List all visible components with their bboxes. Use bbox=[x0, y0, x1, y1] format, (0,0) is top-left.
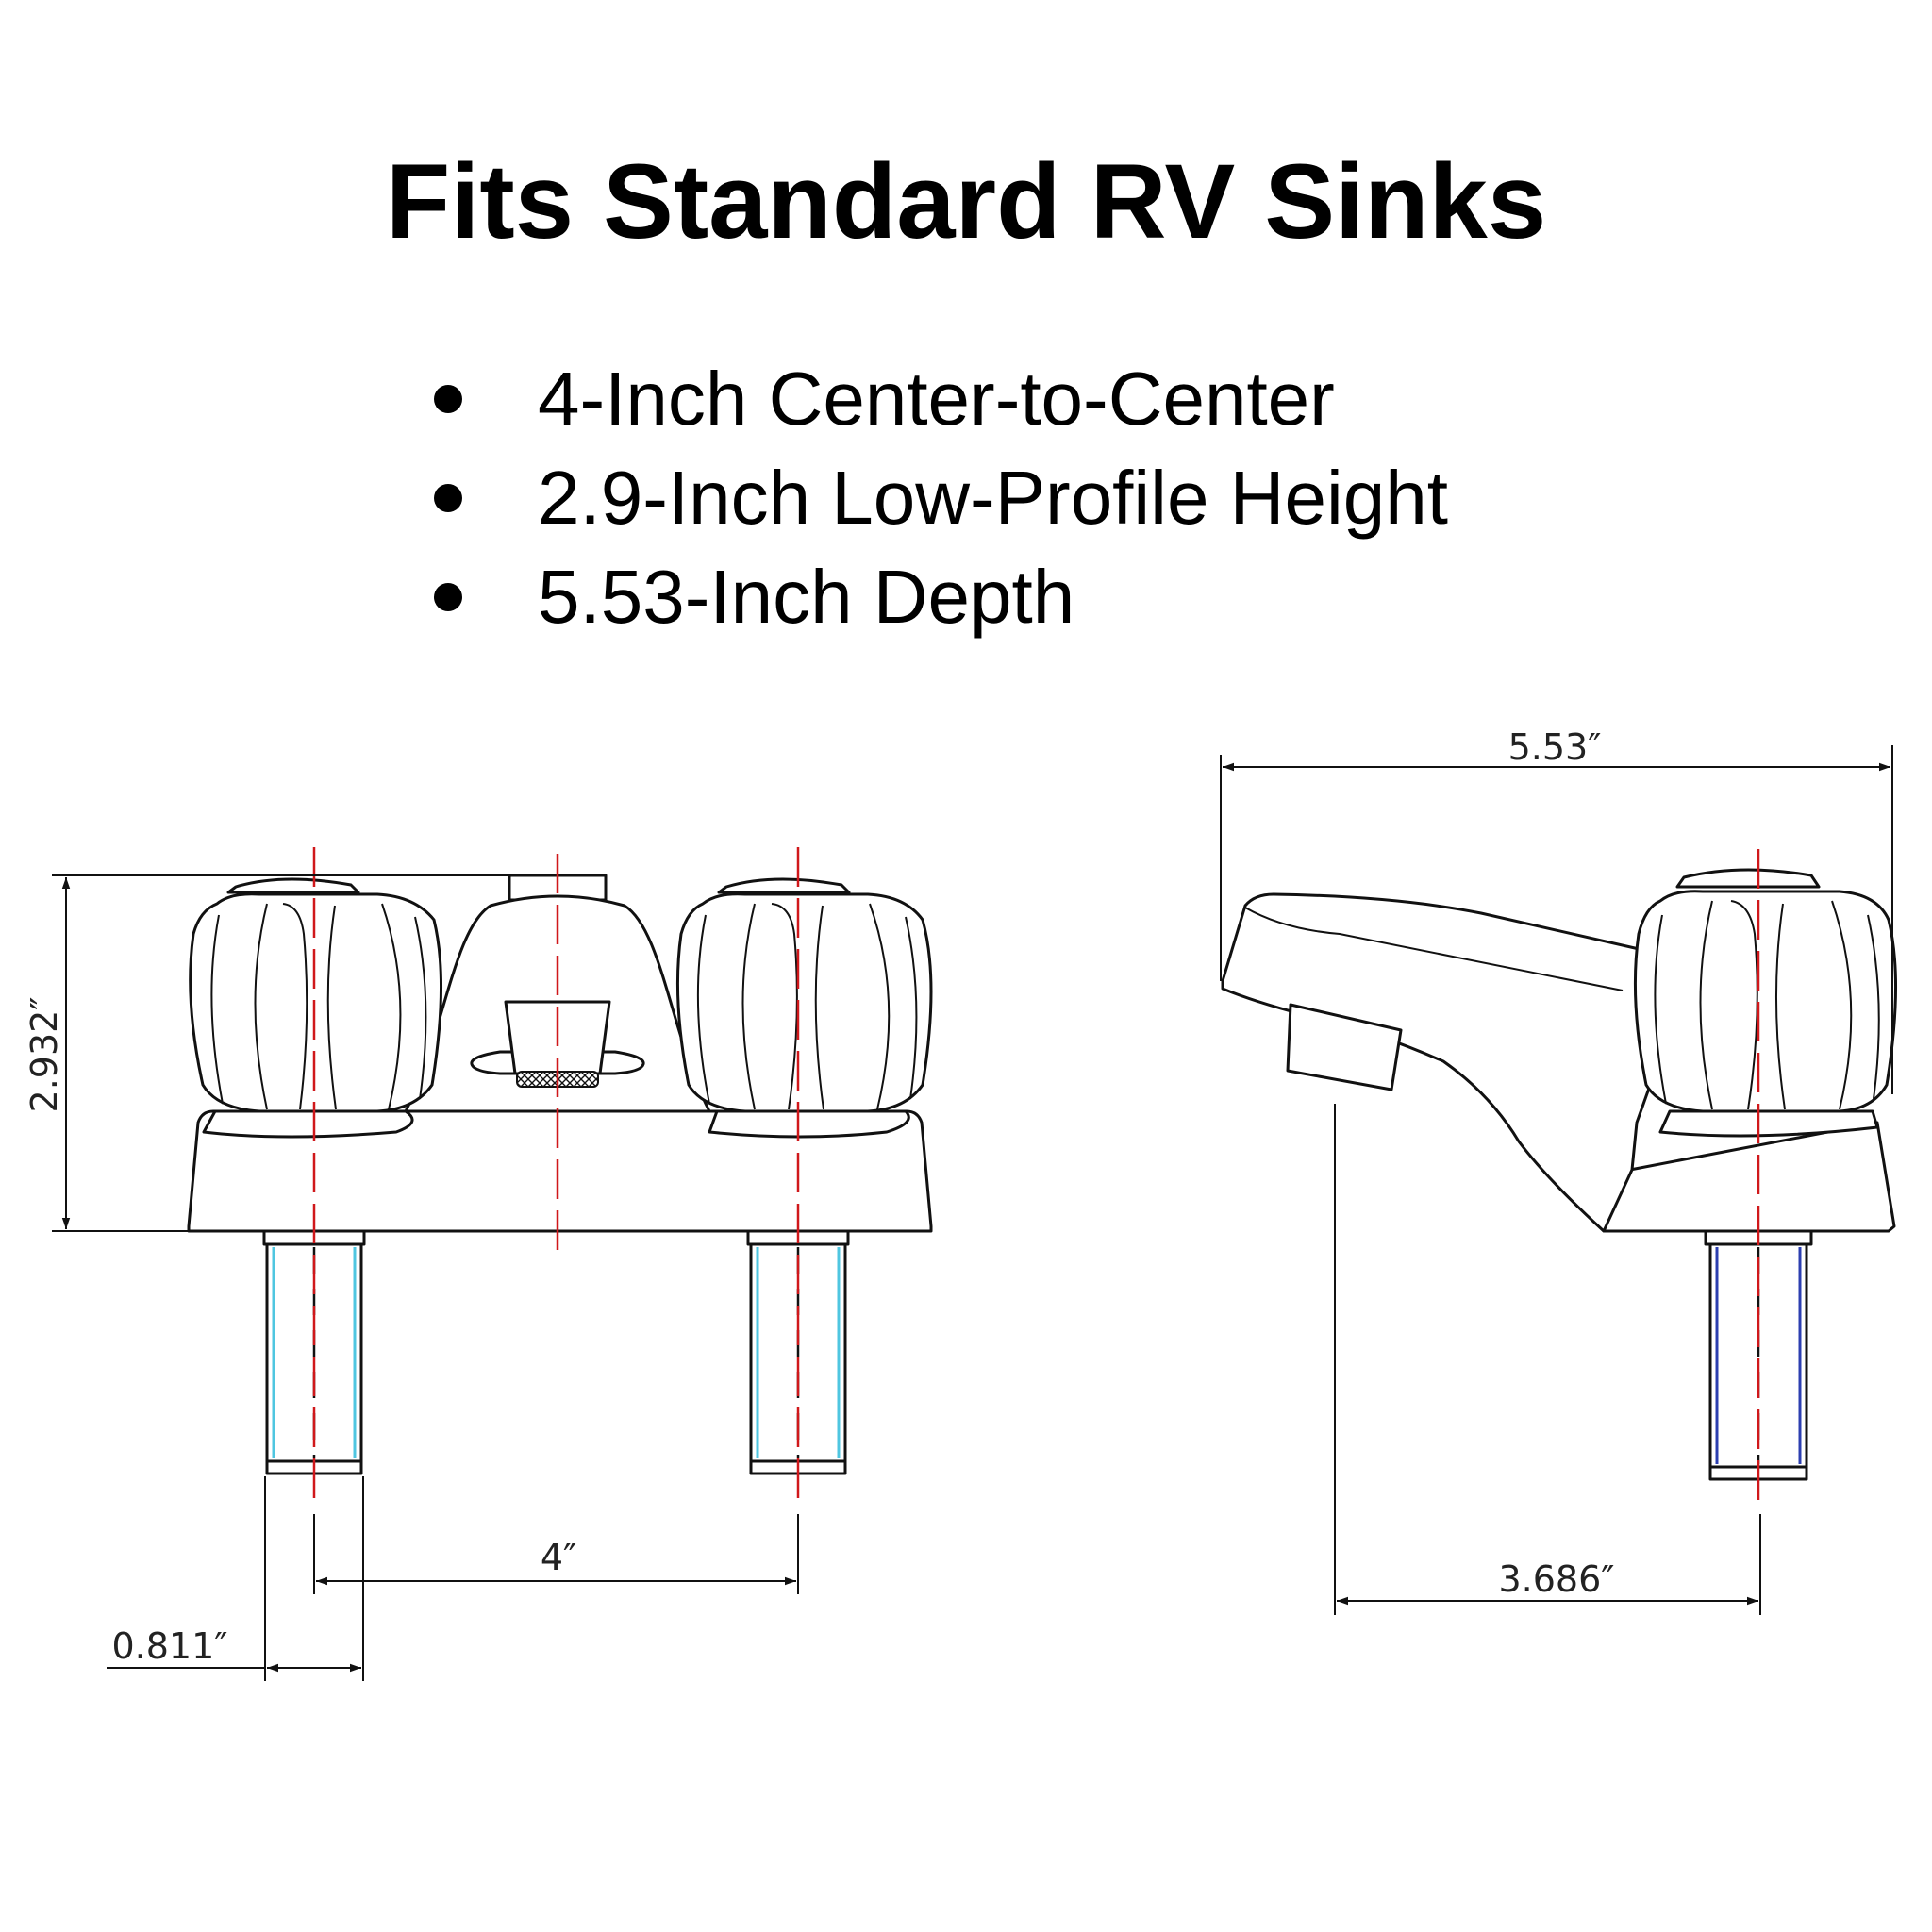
page-title: Fits Standard RV Sinks bbox=[385, 142, 1547, 260]
side-view: 5.53″ 3.686″ bbox=[1220, 726, 1897, 1615]
feature-list: 4-Inch Center-to-Center 2.9-Inch Low-Pro… bbox=[434, 349, 1448, 646]
bullet-icon bbox=[434, 483, 462, 512]
side-handle bbox=[1633, 868, 1897, 1138]
feature-center-to-center: 4-Inch Center-to-Center bbox=[538, 356, 1335, 441]
feature-item: 2.9-Inch Low-Profile Height bbox=[434, 448, 1448, 547]
depth-dimension-label: 5.53″ bbox=[1508, 726, 1602, 768]
feature-height: 2.9-Inch Low-Profile Height bbox=[538, 455, 1448, 540]
spout-to-handle-dimension-label: 3.686″ bbox=[1499, 1558, 1615, 1600]
left-handle bbox=[189, 877, 442, 1139]
right-handle bbox=[675, 877, 933, 1139]
side-base bbox=[1599, 1121, 1896, 1233]
feature-item: 4-Inch Center-to-Center bbox=[434, 349, 1448, 448]
feature-depth: 5.53-Inch Depth bbox=[538, 554, 1075, 639]
shank-dimension-label: 0.811″ bbox=[112, 1625, 228, 1667]
front-view: 2.932″ 4″ 0.811″ bbox=[24, 847, 933, 1681]
height-dimension-label: 2.932″ bbox=[24, 997, 65, 1113]
side-aerator bbox=[1286, 1003, 1403, 1091]
center-to-center-dimension-label: 4″ bbox=[541, 1537, 576, 1578]
feature-item: 5.53-Inch Depth bbox=[434, 547, 1448, 646]
bullet-icon bbox=[434, 384, 462, 413]
bullet-icon bbox=[434, 582, 462, 611]
